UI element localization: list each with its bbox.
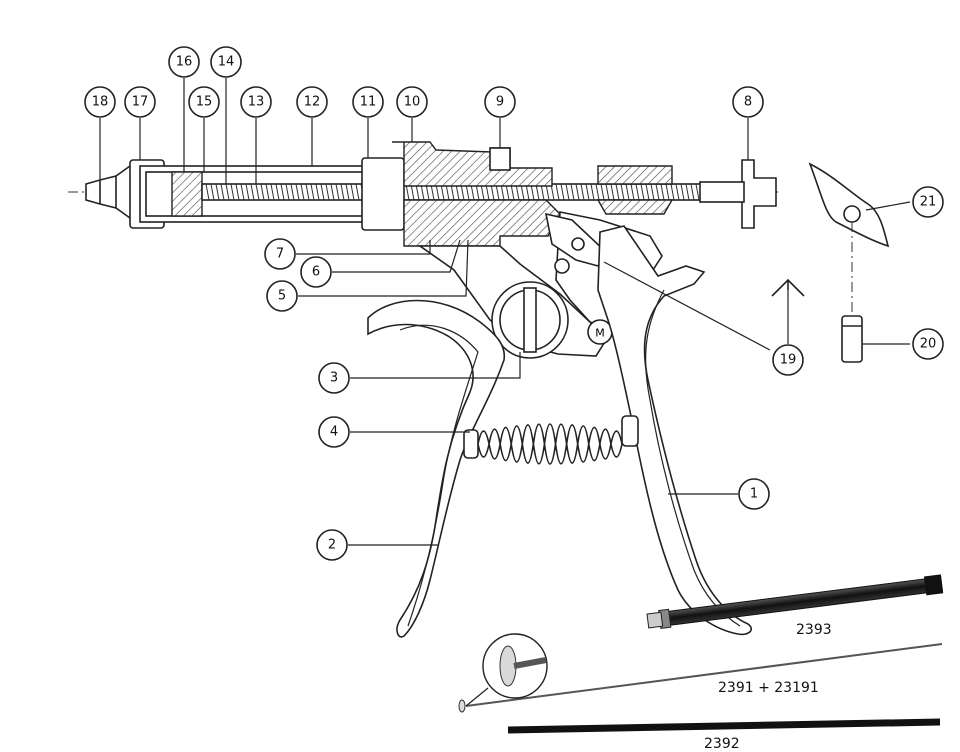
- leaf-spring: [808, 162, 890, 248]
- nozzle: [85, 165, 137, 219]
- callout-19: 19: [772, 344, 804, 376]
- adjust-screw: [489, 147, 511, 171]
- loose-parts: [771, 162, 890, 363]
- callout-1: 1: [738, 478, 770, 510]
- svg-text:9: 9: [496, 95, 504, 110]
- callout-10: 10: [396, 86, 428, 118]
- pin: [841, 315, 863, 363]
- accessory-rods: [458, 574, 944, 734]
- callout-11: 11: [352, 86, 384, 118]
- syringe-gun-body: M: [68, 141, 780, 638]
- svg-text:14: 14: [218, 55, 235, 70]
- svg-text:17: 17: [132, 95, 149, 110]
- callout-16: 16: [168, 46, 200, 78]
- callout-8: 8: [732, 86, 764, 118]
- right-handle: [597, 225, 753, 636]
- callout-9: 9: [484, 86, 516, 118]
- left-handle: [367, 299, 506, 638]
- logo-mark: M: [595, 327, 605, 340]
- svg-text:21: 21: [920, 195, 937, 210]
- svg-text:3: 3: [330, 371, 338, 386]
- rod-2391: [465, 643, 943, 707]
- rear-guide: [597, 165, 673, 185]
- callout-7: 7: [264, 238, 296, 270]
- svg-text:10: 10: [404, 95, 421, 110]
- callout-13: 13: [240, 86, 272, 118]
- svg-text:19: 19: [780, 353, 797, 368]
- leader-lines: [99, 78, 911, 546]
- part-label-2392: 2392: [704, 736, 740, 752]
- callout-21: 21: [912, 186, 944, 218]
- svg-text:11: 11: [360, 95, 377, 110]
- callout-6: 6: [300, 256, 332, 288]
- svg-text:2: 2: [328, 538, 336, 553]
- svg-text:18: 18: [92, 95, 109, 110]
- housing-block: [392, 141, 553, 187]
- callout-4: 4: [318, 416, 350, 448]
- callout-18: 18: [84, 86, 116, 118]
- svg-text:20: 20: [920, 337, 937, 352]
- clip: [771, 278, 805, 297]
- callouts: 18 17 16 15 14 13 12 11 10 9 8 21 7 6 5 …: [84, 46, 944, 561]
- callout-17: 17: [124, 86, 156, 118]
- svg-text:15: 15: [196, 95, 213, 110]
- svg-text:1: 1: [750, 487, 758, 502]
- rod-2393: [646, 574, 944, 629]
- callout-3: 3: [318, 362, 350, 394]
- svg-text:6: 6: [312, 265, 320, 280]
- svg-text:4: 4: [330, 425, 338, 440]
- svg-text:13: 13: [248, 95, 265, 110]
- callout-5: 5: [266, 280, 298, 312]
- end-knob: [741, 159, 777, 229]
- return-spring: [463, 415, 639, 465]
- rod-2392: [507, 718, 941, 734]
- svg-text:7: 7: [276, 247, 284, 262]
- piston-seal: [171, 171, 203, 217]
- svg-text:16: 16: [176, 55, 193, 70]
- part-label-2391: 2391 + 23191: [718, 680, 819, 696]
- part-label-2393: 2393: [796, 622, 832, 638]
- callout-20: 20: [912, 328, 944, 360]
- svg-text:12: 12: [304, 95, 321, 110]
- barrel-retainer: [361, 157, 405, 231]
- callout-15: 15: [188, 86, 220, 118]
- callout-12: 12: [296, 86, 328, 118]
- callout-14: 14: [210, 46, 242, 78]
- svg-text:8: 8: [744, 95, 752, 110]
- housing-lower: [403, 199, 561, 247]
- callout-2: 2: [316, 529, 348, 561]
- svg-text:5: 5: [278, 289, 286, 304]
